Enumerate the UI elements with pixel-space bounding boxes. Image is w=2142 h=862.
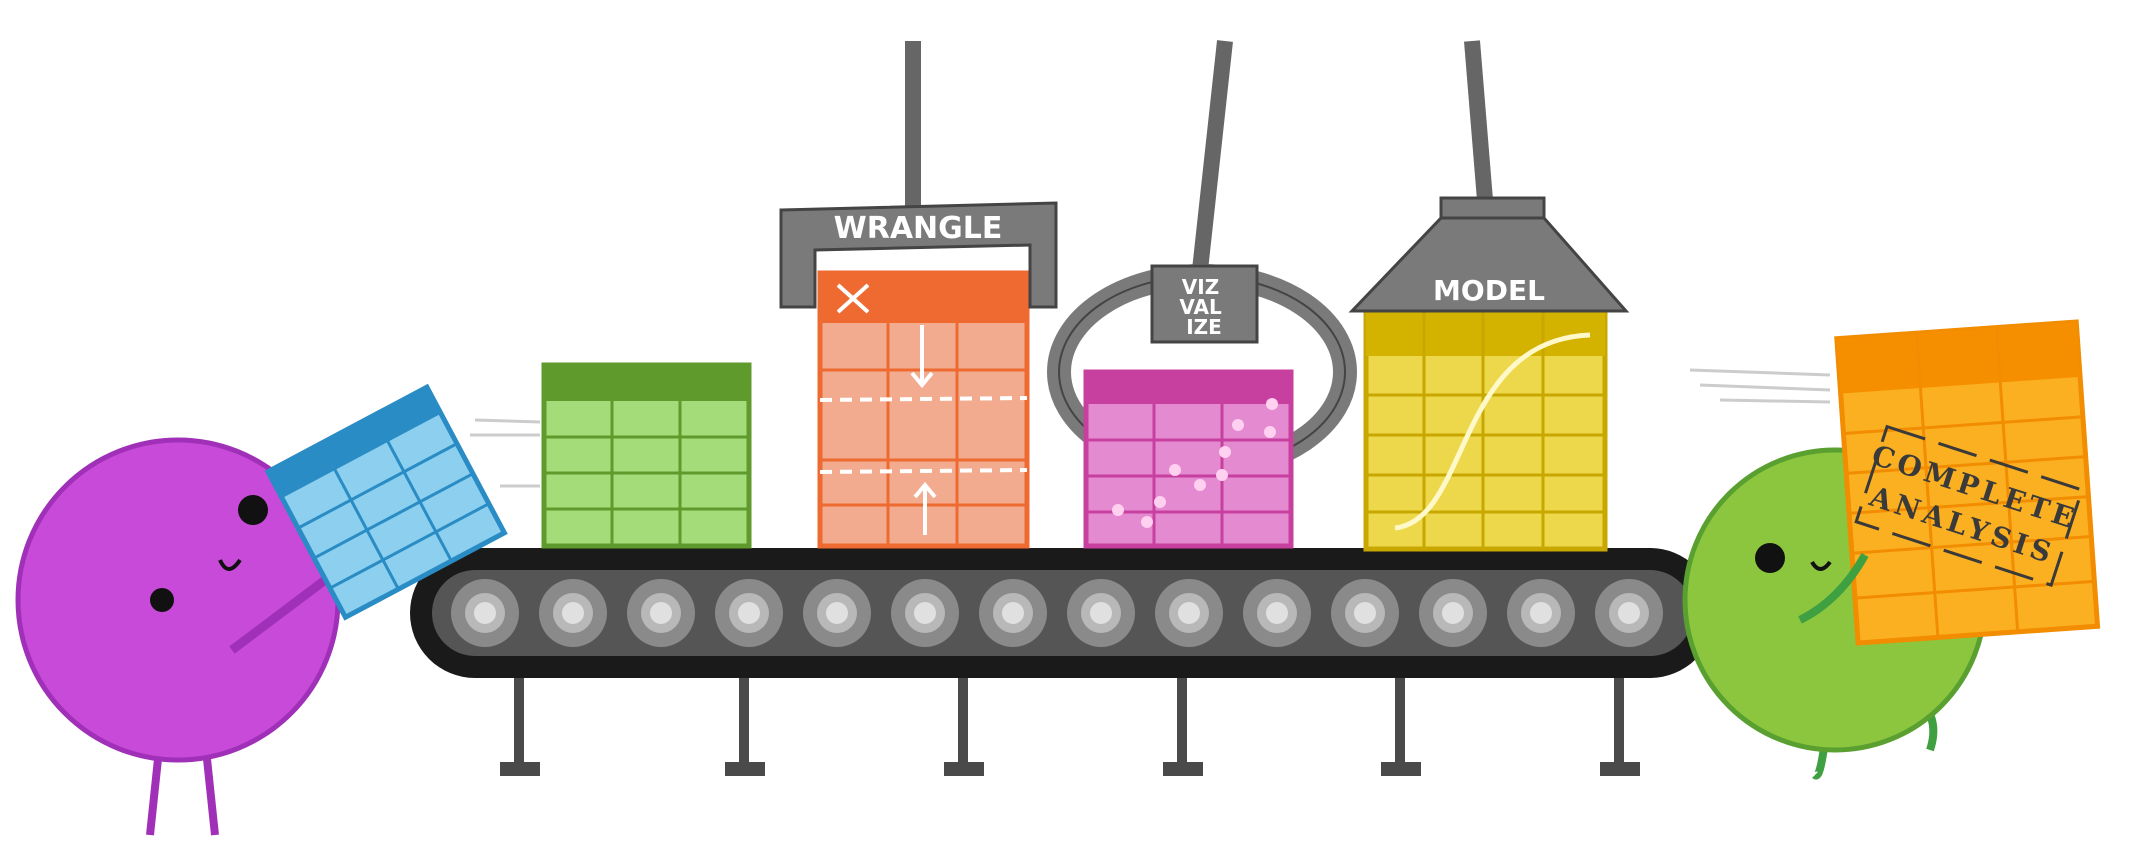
blue-table (264, 383, 508, 621)
wrangle-station: WRANGLE (779, 41, 1058, 549)
roller (1530, 602, 1552, 624)
roller (474, 602, 496, 624)
roller (562, 602, 584, 624)
roller (1618, 602, 1640, 624)
complete-analysis-table: COMPLETE ANALYSIS (1834, 319, 2101, 646)
roller (1266, 602, 1288, 624)
roller (1090, 602, 1112, 624)
roller (914, 602, 936, 624)
motion-lines (470, 368, 1831, 488)
eye-icon (150, 588, 174, 612)
raw-data-table (541, 362, 752, 549)
roller (1442, 602, 1464, 624)
model-label: MODEL (1433, 274, 1545, 307)
roller (1178, 602, 1200, 624)
conveyor-legs (500, 670, 1640, 776)
visualize-label: VIZ VAL IZE (1179, 275, 1228, 339)
wrangle-label: WRANGLE (834, 211, 1003, 246)
eye-icon (238, 495, 268, 525)
roller (650, 602, 672, 624)
roller (1354, 602, 1376, 624)
eye-icon (1755, 543, 1785, 573)
purple-monster (15, 437, 348, 836)
conveyor-belt (410, 548, 1715, 678)
roller (826, 602, 848, 624)
model-station: MODEL (1348, 40, 1630, 552)
roller (1002, 602, 1024, 624)
green-monster-arm (1798, 553, 1869, 624)
visualize-station: VIZ VAL IZE (1047, 40, 1357, 549)
roller (738, 602, 760, 624)
